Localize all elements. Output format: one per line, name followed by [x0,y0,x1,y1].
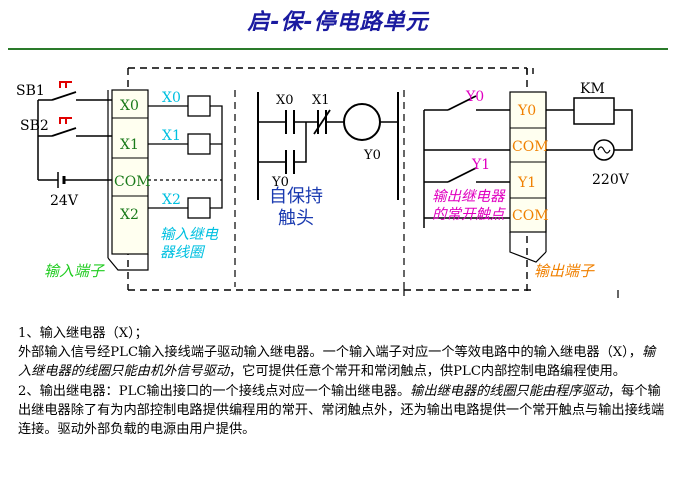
km-load [573,97,615,125]
input-terminal-caption: 输入端子 [44,262,105,280]
hold-y0-label: Y0 [271,175,289,190]
out-terminal-com2: COM [512,208,549,224]
p1-heading: 1、输入继电器（X）； [18,326,148,341]
out-contact-y0 [447,95,477,111]
coil-y0-label: Y0 [363,148,381,163]
out-terminal-com1: COM [512,139,549,155]
sb2-switch [51,127,77,137]
input-terminal-block [111,89,149,255]
out-contact-y1 [447,167,477,183]
out-terminal-y0: Y0 [517,103,536,119]
p1-emphasis: 输入继电器的线圈只能由机外信号驱动 [18,345,656,380]
out-terminal-y1: Y1 [517,175,536,191]
in-terminal-x2: X2 [120,207,139,223]
page-title: 启-保-停电路单元 [247,10,429,35]
sb1-actuator [59,81,72,88]
coil-y0 [343,103,381,141]
voltage-label: 220V [592,172,630,188]
coil-x0-label: X0 [162,90,181,106]
circuit-diagram: SB1 SB2 24V X0 X1 COM X2 输入端子 [16,67,633,298]
in-terminal-com: COM [114,174,151,190]
sb2-label: SB2 [20,118,49,134]
sb2-actuator [59,117,72,124]
coil-x0 [187,95,211,117]
coil-x1-label: X1 [162,128,181,144]
coil-x1 [187,133,211,155]
input-coil-caption: 输入继电器线圈 [160,227,218,261]
sb1-label: SB1 [16,83,45,99]
in-terminal-x1: X1 [120,137,139,153]
self-hold-caption: 自保持触头 [269,186,323,229]
sb1-switch [51,91,77,101]
p2-body: 2、输出继电器：PLC输出接口的一个接线点对应一个输出继电器。输出继电器的线圈只… [18,383,665,438]
ac-wave-icon [597,146,611,154]
p1-body: 外部输入信号经PLC输入接线端子驱动输入继电器。一个输入端子对应一个等效电路中的… [18,345,656,380]
km-label: KM [580,81,605,97]
supply-label: 24V [50,193,79,209]
contact-x1-label: X1 [312,93,330,108]
out-contact-caption: 输出继电器的常开触点 [432,189,505,223]
output-terminal-caption: 输出端子 [534,262,595,280]
explanation-text: 1、输入继电器（X）； 外部输入信号经PLC输入接线端子驱动输入继电器。一个输入… [18,324,668,439]
in-terminal-x0: X0 [120,98,139,114]
contact-x0-label: X0 [276,93,294,108]
title-rule [8,48,668,50]
out-contact-y1-label: Y1 [471,157,490,173]
coil-x2 [187,197,211,219]
p2-emphasis: 输出继电器的线圈只能由程序驱动 [410,383,608,399]
out-contact-y0-label: Y0 [465,89,484,105]
coil-x2-label: X2 [162,192,181,208]
